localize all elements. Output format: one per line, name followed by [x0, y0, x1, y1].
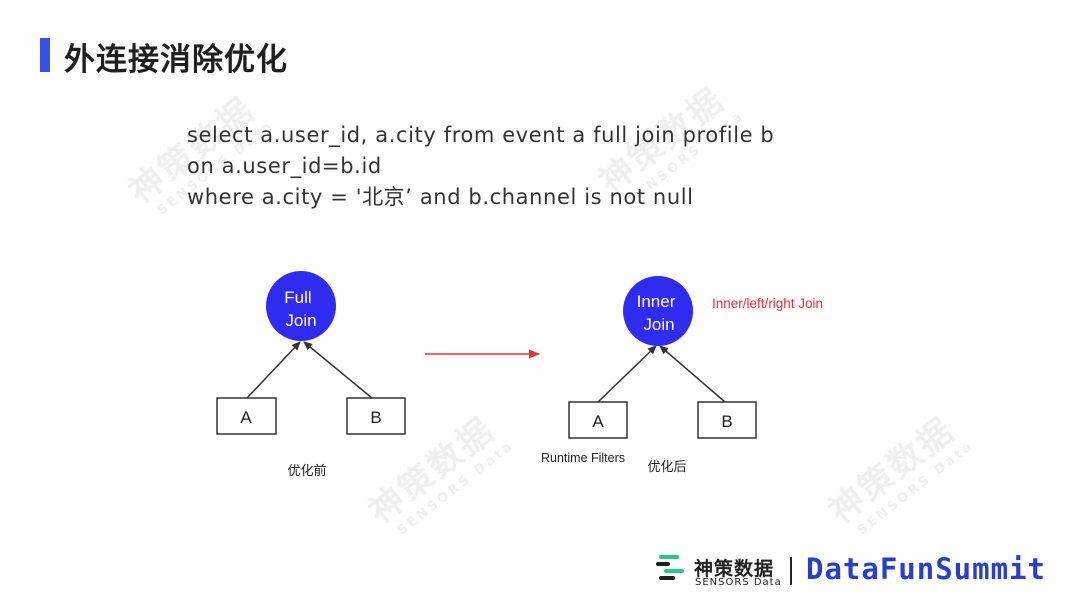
inner-join-label-line2: Join [643, 315, 674, 334]
before-caption: 优化前 [287, 463, 326, 479]
after-diagram: Inner Join Inner/left/right Join A B Run… [541, 276, 823, 475]
edge-a-to-full-join [246, 341, 301, 399]
table-b-label: B [370, 408, 381, 427]
title-accent-bar [40, 38, 50, 72]
before-diagram: Full Join A B 优化前 [216, 271, 406, 479]
table-b-box [697, 401, 757, 439]
datafun-summit-logo: DataFunSummit [806, 552, 1046, 586]
table-b-label: B [721, 412, 732, 431]
table-b-box [346, 397, 406, 435]
code-line: on a.user_id=b.id [187, 154, 382, 178]
inner-join-label-line1: Inner [637, 292, 676, 311]
footer-divider [790, 557, 792, 585]
table-a-box [216, 397, 277, 435]
edge-a-to-inner-join [597, 345, 657, 403]
after-caption: 优化后 [647, 460, 686, 475]
sql-code-block: select a.user_id, a.city from event a fu… [187, 120, 774, 213]
code-line: where a.city = '北京’ and b.channel is not… [187, 185, 694, 209]
full-join-label-line2: Join [285, 311, 316, 330]
table-a-label: A [240, 408, 252, 427]
full-join-label-line1: Full [284, 288, 311, 307]
sensors-logo-icon [656, 555, 684, 580]
runtime-filters-label: Runtime Filters [541, 451, 625, 465]
table-a-box [568, 401, 628, 439]
edge-b-to-inner-join [659, 345, 726, 403]
table-a-label: A [592, 412, 604, 431]
footer-logo-en: SENSORS Data [695, 577, 782, 588]
code-line: select a.user_id, a.city from event a fu… [187, 123, 775, 147]
full-join-node [266, 271, 336, 341]
footer-logo-cn: 神策数据 [694, 558, 775, 580]
edge-b-to-full-join [303, 341, 373, 399]
inner-join-node [623, 276, 693, 346]
page-title: 外连接消除优化 [64, 42, 288, 78]
join-type-note: Inner/left/right Join [712, 296, 823, 311]
